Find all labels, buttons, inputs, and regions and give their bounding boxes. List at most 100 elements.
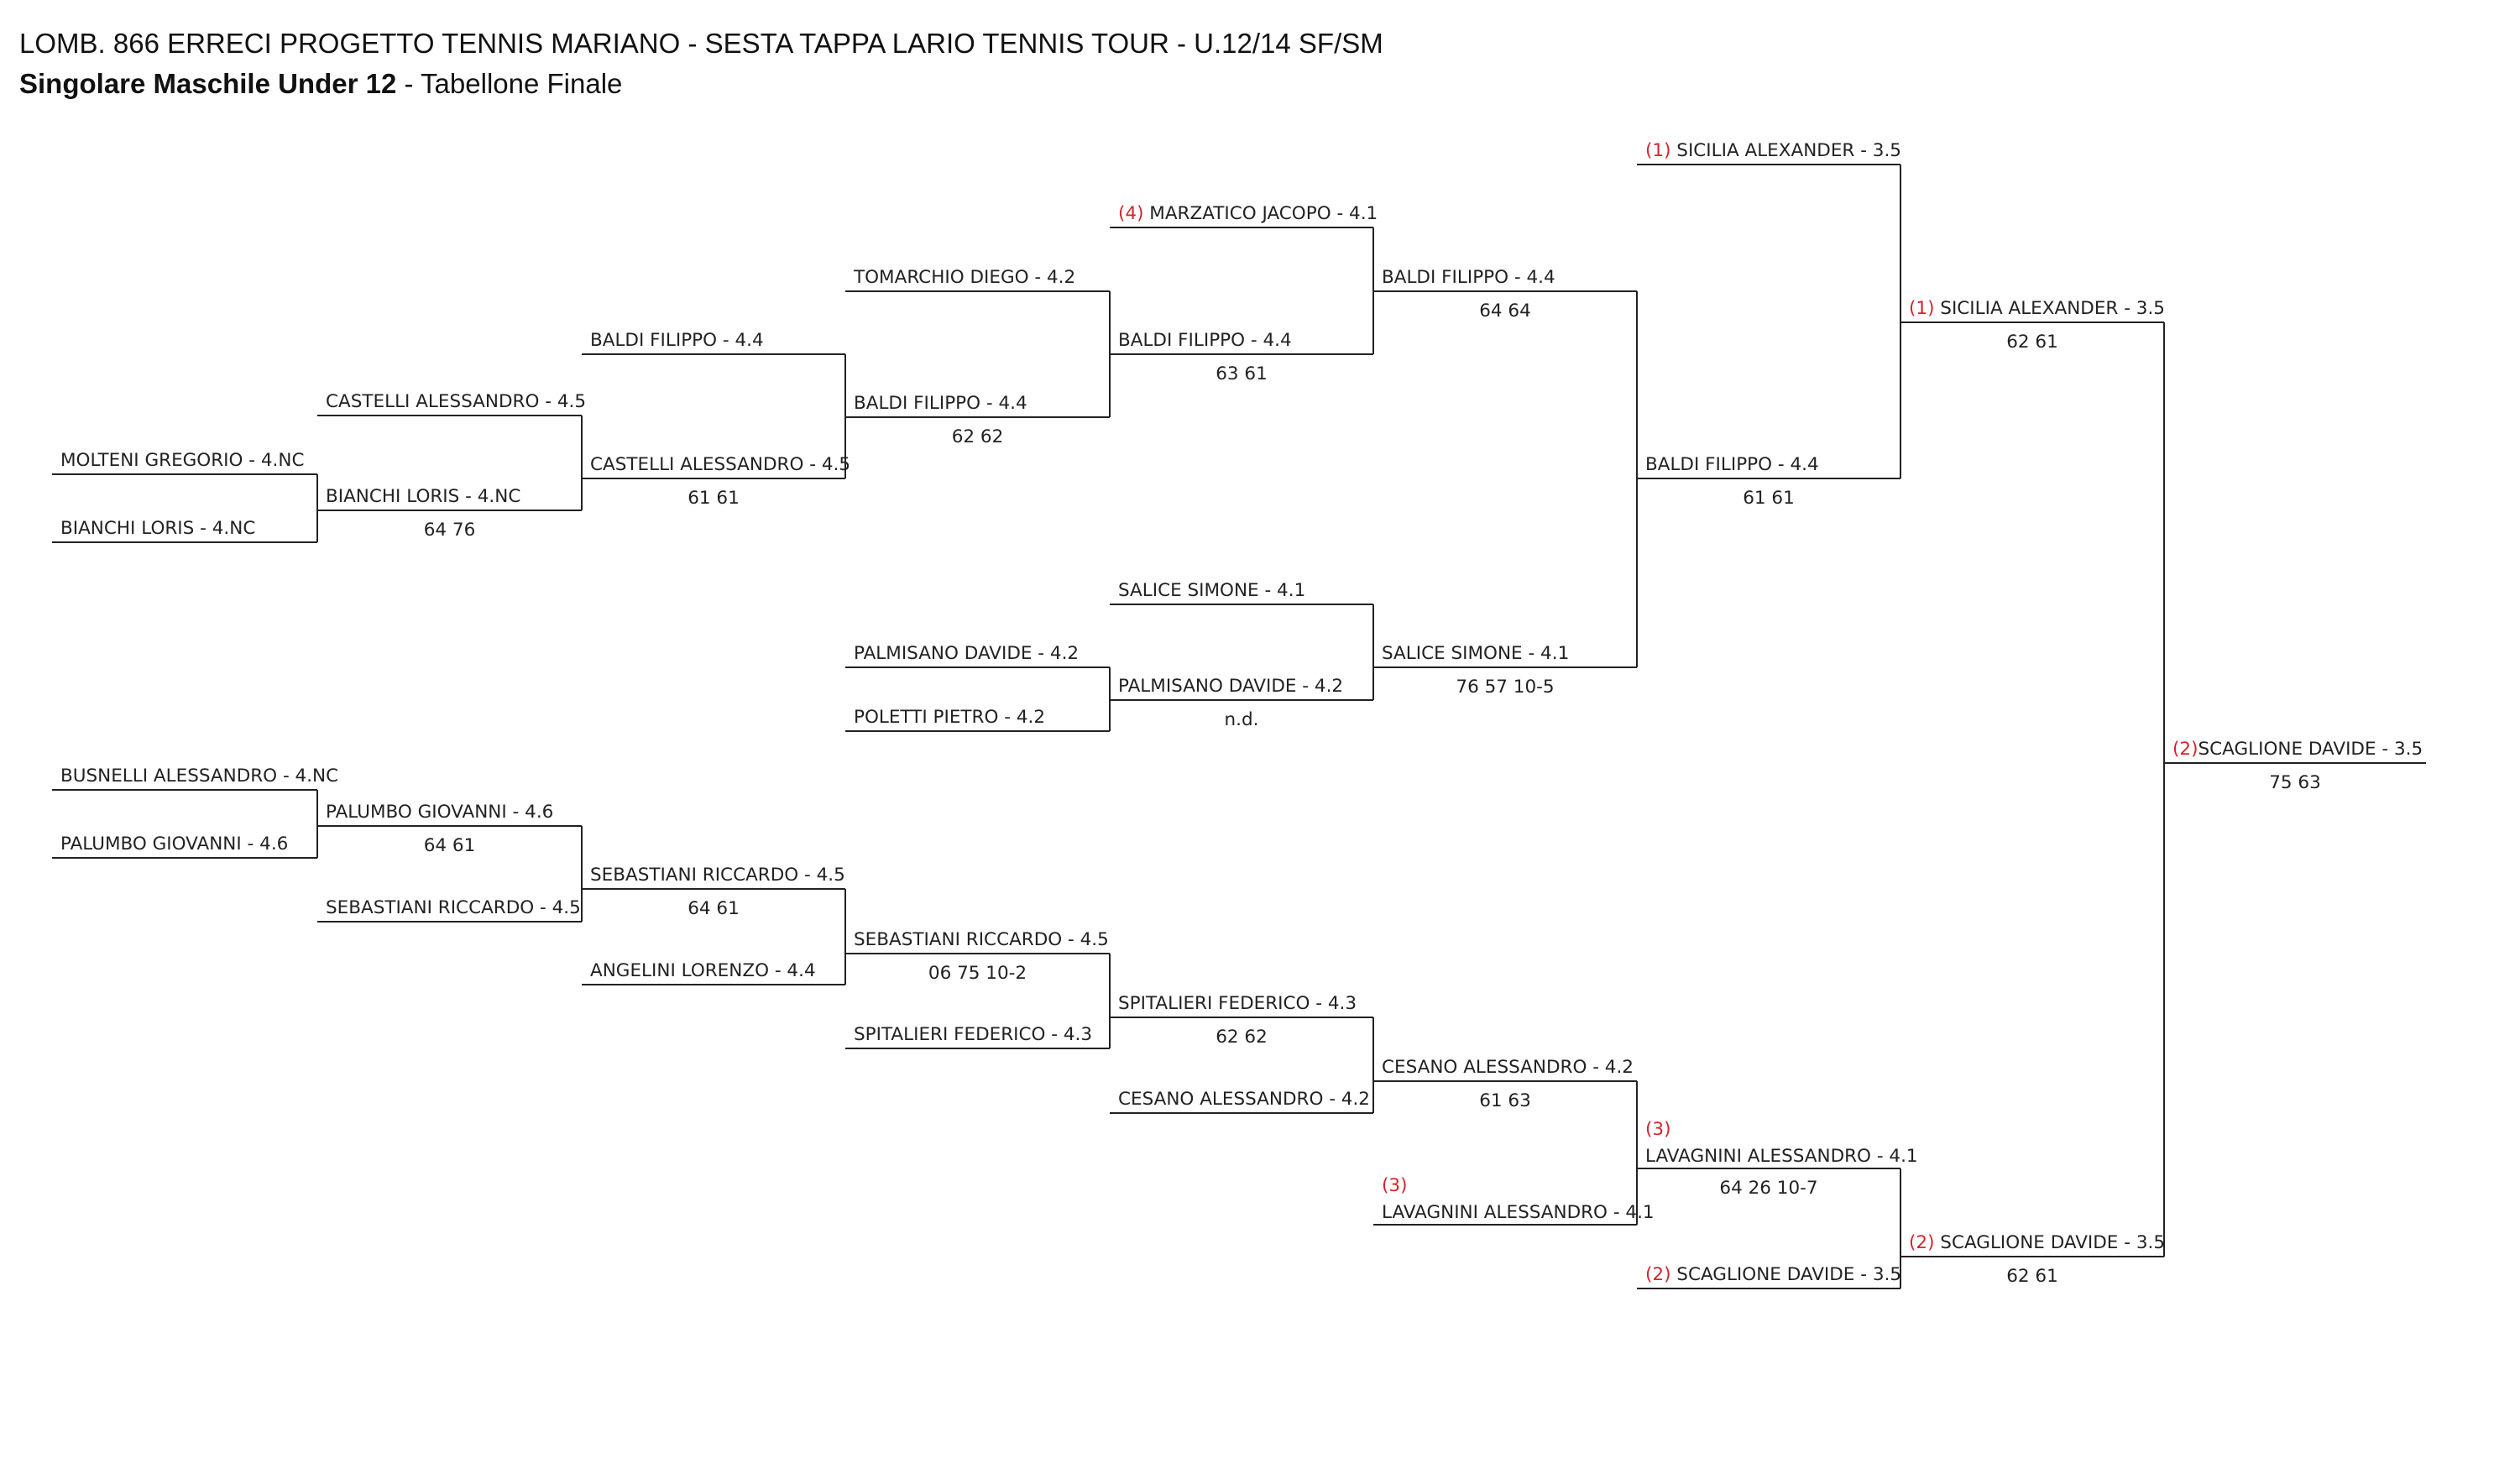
player-name: SICILIA ALEXANDER - 3.5 — [1676, 140, 1901, 161]
player-name: BALDI FILIPPO - 4.4 — [1645, 454, 1819, 475]
player-name: SCAGLIONE DAVIDE - 3.5 — [1676, 1264, 1901, 1285]
player-name: MOLTENI GREGORIO - 4.NC — [60, 450, 304, 471]
match-score: 64 76 — [424, 520, 476, 541]
player-label: SALICE SIMONE - 4.1 — [1382, 643, 1569, 664]
player-label: SPITALIERI FEDERICO - 4.3 — [1118, 993, 1357, 1014]
match-score: 62 62 — [952, 426, 1004, 447]
bracket-labels: MOLTENI GREGORIO - 4.NC BIANCHI LORIS - 4… — [60, 140, 2423, 1287]
player-label: CASTELLI ALESSANDRO - 4.5 — [326, 391, 586, 412]
page-header: LOMB. 866 ERRECI PROGETTO TENNIS MARIANO… — [19, 25, 1383, 102]
player-label: (2)SCAGLIONE DAVIDE - 3.5 — [2172, 739, 2423, 760]
player-label: BALDI FILIPPO - 4.4 — [1382, 267, 1555, 288]
bracket-lines — [52, 164, 2426, 1289]
player-label: ANGELINI LORENZO - 4.4 — [590, 960, 816, 981]
seed-label: (2) — [1645, 1264, 1676, 1285]
player-name: SEBASTIANI RICCARDO - 4.5 — [326, 897, 581, 918]
match-score: 64 64 — [1479, 301, 1531, 321]
player-label: CESANO ALESSANDRO - 4.2 — [1382, 1057, 1634, 1078]
player-name: CESANO ALESSANDRO - 4.2 — [1118, 1089, 1370, 1110]
player-name: BALDI FILIPPO - 4.4 — [1118, 330, 1292, 351]
player-label: PALUMBO GIOVANNI - 4.6 — [60, 834, 288, 855]
player-label: PALUMBO GIOVANNI - 4.6 — [326, 802, 553, 823]
player-label: (1) SICILIA ALEXANDER - 3.5 — [1909, 298, 2165, 319]
player-label: BALDI FILIPPO - 4.4 — [590, 330, 764, 351]
player-label: BALDI FILIPPO - 4.4 — [854, 393, 1027, 414]
seed-label: (1) — [1645, 140, 1676, 161]
player-name: SCAGLIONE DAVIDE - 3.5 — [1940, 1232, 2165, 1253]
event-subtitle: Singolare Maschile Under 12 - Tabellone … — [19, 65, 1383, 102]
event-draw-type: - Tabellone Finale — [396, 68, 623, 99]
tournament-title: LOMB. 866 ERRECI PROGETTO TENNIS MARIANO… — [19, 28, 1383, 59]
match-score: 06 75 10-2 — [928, 963, 1027, 984]
seed-label: (2) — [1909, 1232, 1940, 1253]
player-name: ANGELINI LORENZO - 4.4 — [590, 960, 816, 981]
player-label: SEBASTIANI RICCARDO - 4.5 — [854, 929, 1109, 950]
player-label: BIANCHI LORIS - 4.NC — [326, 486, 520, 507]
player-name: SALICE SIMONE - 4.1 — [1382, 643, 1569, 664]
player-name: SEBASTIANI RICCARDO - 4.5 — [854, 929, 1109, 950]
player-name: LAVAGNINI ALESSANDRO - 4.1 — [1645, 1146, 1918, 1167]
seed-label: (3) — [1645, 1119, 1670, 1140]
seed-label: (3) — [1382, 1175, 1407, 1196]
player-name: BUSNELLI ALESSANDRO - 4.NC — [60, 766, 338, 787]
player-name: SICILIA ALEXANDER - 3.5 — [1940, 298, 2165, 319]
player-name: SEBASTIANI RICCARDO - 4.5 — [590, 865, 845, 886]
player-name: BIANCHI LORIS - 4.NC — [326, 486, 520, 507]
player-label: (2) SCAGLIONE DAVIDE - 3.5 — [1645, 1264, 1901, 1285]
match-score: 75 63 — [2269, 772, 2321, 793]
player-name: SPITALIERI FEDERICO - 4.3 — [854, 1024, 1092, 1045]
player-label: PALMISANO DAVIDE - 4.2 — [1118, 676, 1343, 697]
match-score: 61 61 — [688, 488, 740, 509]
player-name: PALUMBO GIOVANNI - 4.6 — [326, 802, 553, 823]
player-label: SALICE SIMONE - 4.1 — [1118, 580, 1305, 601]
match-score: 63 61 — [1216, 363, 1268, 384]
seed-label: (2) — [2172, 739, 2198, 760]
player-name: PALMISANO DAVIDE - 4.2 — [1118, 676, 1343, 697]
player-name: SPITALIERI FEDERICO - 4.3 — [1118, 993, 1357, 1014]
player-label: (4) MARZATICO JACOPO - 4.1 — [1118, 203, 1378, 224]
player-label: SEBASTIANI RICCARDO - 4.5 — [590, 865, 845, 886]
player-name: CASTELLI ALESSANDRO - 4.5 — [590, 454, 850, 475]
player-name: BALDI FILIPPO - 4.4 — [1382, 267, 1555, 288]
player-name: SCAGLIONE DAVIDE - 3.5 — [2198, 739, 2423, 760]
player-name: BIANCHI LORIS - 4.NC — [60, 518, 255, 539]
player-label: (2) SCAGLIONE DAVIDE - 3.5 — [1909, 1232, 2165, 1253]
match-score: 61 61 — [1743, 488, 1795, 509]
match-score: n.d. — [1225, 709, 1259, 730]
match-score: 64 26 10-7 — [1719, 1178, 1817, 1199]
player-name: BALDI FILIPPO - 4.4 — [854, 393, 1027, 414]
player-name: PALUMBO GIOVANNI - 4.6 — [60, 834, 288, 855]
player-label: SPITALIERI FEDERICO - 4.3 — [854, 1024, 1092, 1045]
player-name: SALICE SIMONE - 4.1 — [1118, 580, 1305, 601]
match-score: 64 61 — [688, 898, 740, 919]
match-score: 64 61 — [424, 835, 476, 856]
player-name: LAVAGNINI ALESSANDRO - 4.1 — [1382, 1202, 1655, 1223]
player-name: CASTELLI ALESSANDRO - 4.5 — [326, 391, 586, 412]
seed-label: (1) — [1909, 298, 1940, 319]
player-name: TOMARCHIO DIEGO - 4.2 — [853, 267, 1075, 288]
player-label: SEBASTIANI RICCARDO - 4.5 — [326, 897, 581, 918]
player-label: BALDI FILIPPO - 4.4 — [1645, 454, 1819, 475]
player-label: TOMARCHIO DIEGO - 4.2 — [853, 267, 1075, 288]
player-label: CASTELLI ALESSANDRO - 4.5 — [590, 454, 850, 475]
player-name: MARZATICO JACOPO - 4.1 — [1149, 203, 1378, 224]
player-name: BALDI FILIPPO - 4.4 — [590, 330, 764, 351]
player-label: CESANO ALESSANDRO - 4.2 — [1118, 1089, 1370, 1110]
player-label: BIANCHI LORIS - 4.NC — [60, 518, 255, 539]
event-name: Singolare Maschile Under 12 — [19, 68, 397, 99]
player-label: PALMISANO DAVIDE - 4.2 — [854, 643, 1079, 664]
match-score: 62 62 — [1216, 1027, 1268, 1048]
player-name: CESANO ALESSANDRO - 4.2 — [1382, 1057, 1634, 1078]
player-label: MOLTENI GREGORIO - 4.NC — [60, 450, 304, 471]
match-score: 61 63 — [1479, 1090, 1531, 1111]
match-score: 62 61 — [2006, 1266, 2058, 1287]
match-score: 76 57 10-5 — [1456, 677, 1554, 698]
player-label: POLETTI PIETRO - 4.2 — [854, 707, 1045, 728]
player-label: BUSNELLI ALESSANDRO - 4.NC — [60, 766, 338, 787]
player-name: PALMISANO DAVIDE - 4.2 — [854, 643, 1079, 664]
player-label: (1) SICILIA ALEXANDER - 3.5 — [1645, 140, 1901, 161]
match-score: 62 61 — [2006, 332, 2058, 353]
seed-label: (4) — [1118, 203, 1149, 224]
player-name: POLETTI PIETRO - 4.2 — [854, 707, 1045, 728]
